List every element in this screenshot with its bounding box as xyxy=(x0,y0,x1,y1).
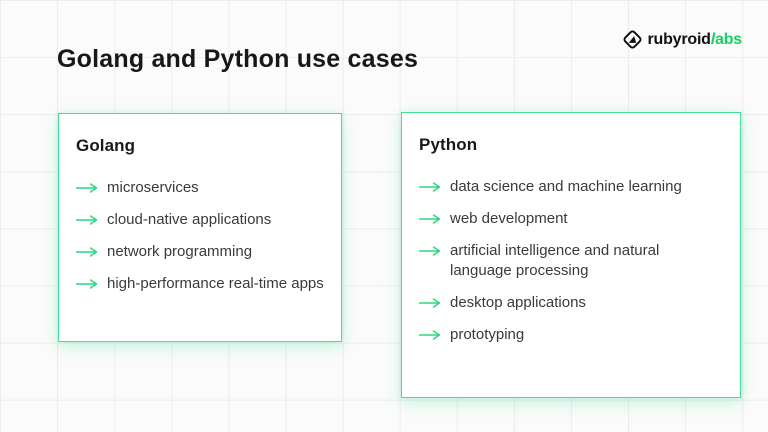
use-case-label: high-performance real-time apps xyxy=(107,275,324,292)
python-card-title: Python xyxy=(419,135,478,154)
use-case-item: prototyping xyxy=(419,325,724,345)
long-arrow-right-icon xyxy=(76,183,98,193)
use-case-label: web development xyxy=(450,210,568,227)
brand-wordmark: rubyroidlabs xyxy=(647,31,742,49)
use-case-label: cloud-native applications xyxy=(107,211,272,228)
brand-logo: rubyroidlabs xyxy=(622,29,742,50)
use-case-item: data science and machine learning xyxy=(419,177,724,197)
brand-name-green: labs xyxy=(710,30,742,48)
page-title: Golang and Python use cases xyxy=(57,45,419,73)
golang-card-title: Golang xyxy=(76,136,136,155)
brand-name-black: rubyroid xyxy=(647,30,711,48)
use-case-label: desktop applications xyxy=(450,294,586,311)
long-arrow-right-icon xyxy=(419,330,441,340)
use-case-item: network programming xyxy=(76,242,325,262)
long-arrow-right-icon xyxy=(419,298,441,308)
python-card: Python data science and machine learning… xyxy=(401,112,741,398)
long-arrow-right-icon xyxy=(419,182,441,192)
rubyroidlabs-gem-icon xyxy=(622,29,643,50)
long-arrow-right-icon xyxy=(76,279,98,289)
use-case-item: high-performance real-time apps xyxy=(76,274,325,294)
use-case-label: artificial intelligence and natural lang… xyxy=(450,242,660,279)
golang-card: Golang microservices cloud-native applic… xyxy=(58,113,342,342)
long-arrow-right-icon xyxy=(76,247,98,257)
golang-use-case-list: microservices cloud-native applications … xyxy=(76,178,325,294)
use-case-item: artificial intelligence and natural lang… xyxy=(419,241,724,281)
use-case-item: desktop applications xyxy=(419,293,724,313)
python-use-case-list: data science and machine learning web de… xyxy=(419,177,724,345)
use-case-item: web development xyxy=(419,209,724,229)
long-arrow-right-icon xyxy=(419,214,441,224)
use-case-label: network programming xyxy=(107,243,253,260)
use-case-label: data science and machine learning xyxy=(450,178,682,195)
use-case-label: prototyping xyxy=(450,326,525,343)
use-case-item: microservices xyxy=(76,178,325,198)
use-case-label: microservices xyxy=(107,179,199,196)
long-arrow-right-icon xyxy=(419,246,441,256)
long-arrow-right-icon xyxy=(76,215,98,225)
use-case-item: cloud-native applications xyxy=(76,210,325,230)
